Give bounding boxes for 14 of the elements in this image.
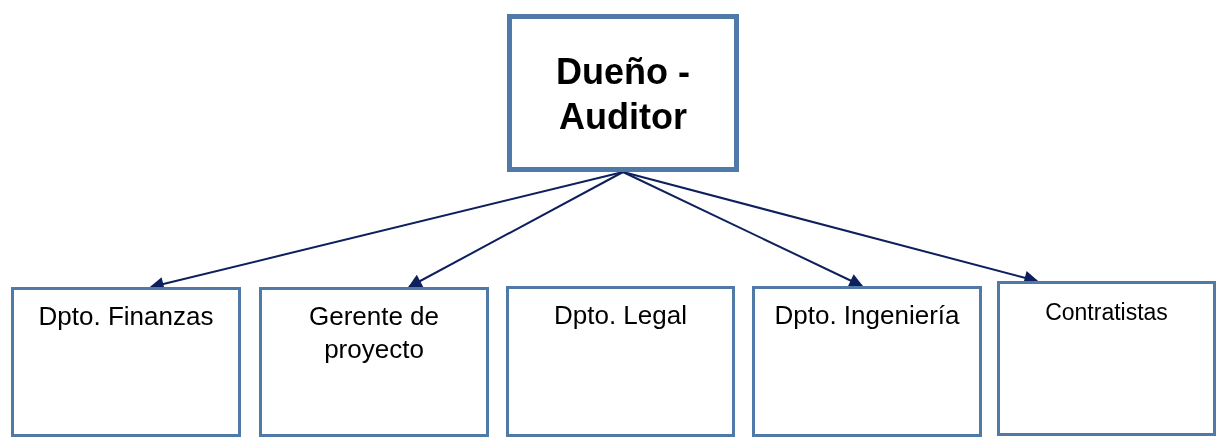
box-label: Contratistas [1044, 298, 1169, 327]
arrow [407, 171, 624, 288]
department-box [11, 287, 241, 437]
department-box [752, 286, 982, 437]
box-label: Dpto. Ingeniería [773, 299, 961, 332]
box-label: Gerente de proyecto [307, 300, 441, 365]
box-label: Dpto. Legal [553, 299, 688, 332]
top-box [507, 14, 739, 172]
arrow [622, 171, 864, 287]
department-box [506, 286, 735, 437]
box-label: Dueño - Auditor [555, 50, 691, 139]
department-box [997, 281, 1216, 436]
box-label: Dpto. Finanzas [37, 300, 215, 333]
department-box [259, 287, 489, 437]
